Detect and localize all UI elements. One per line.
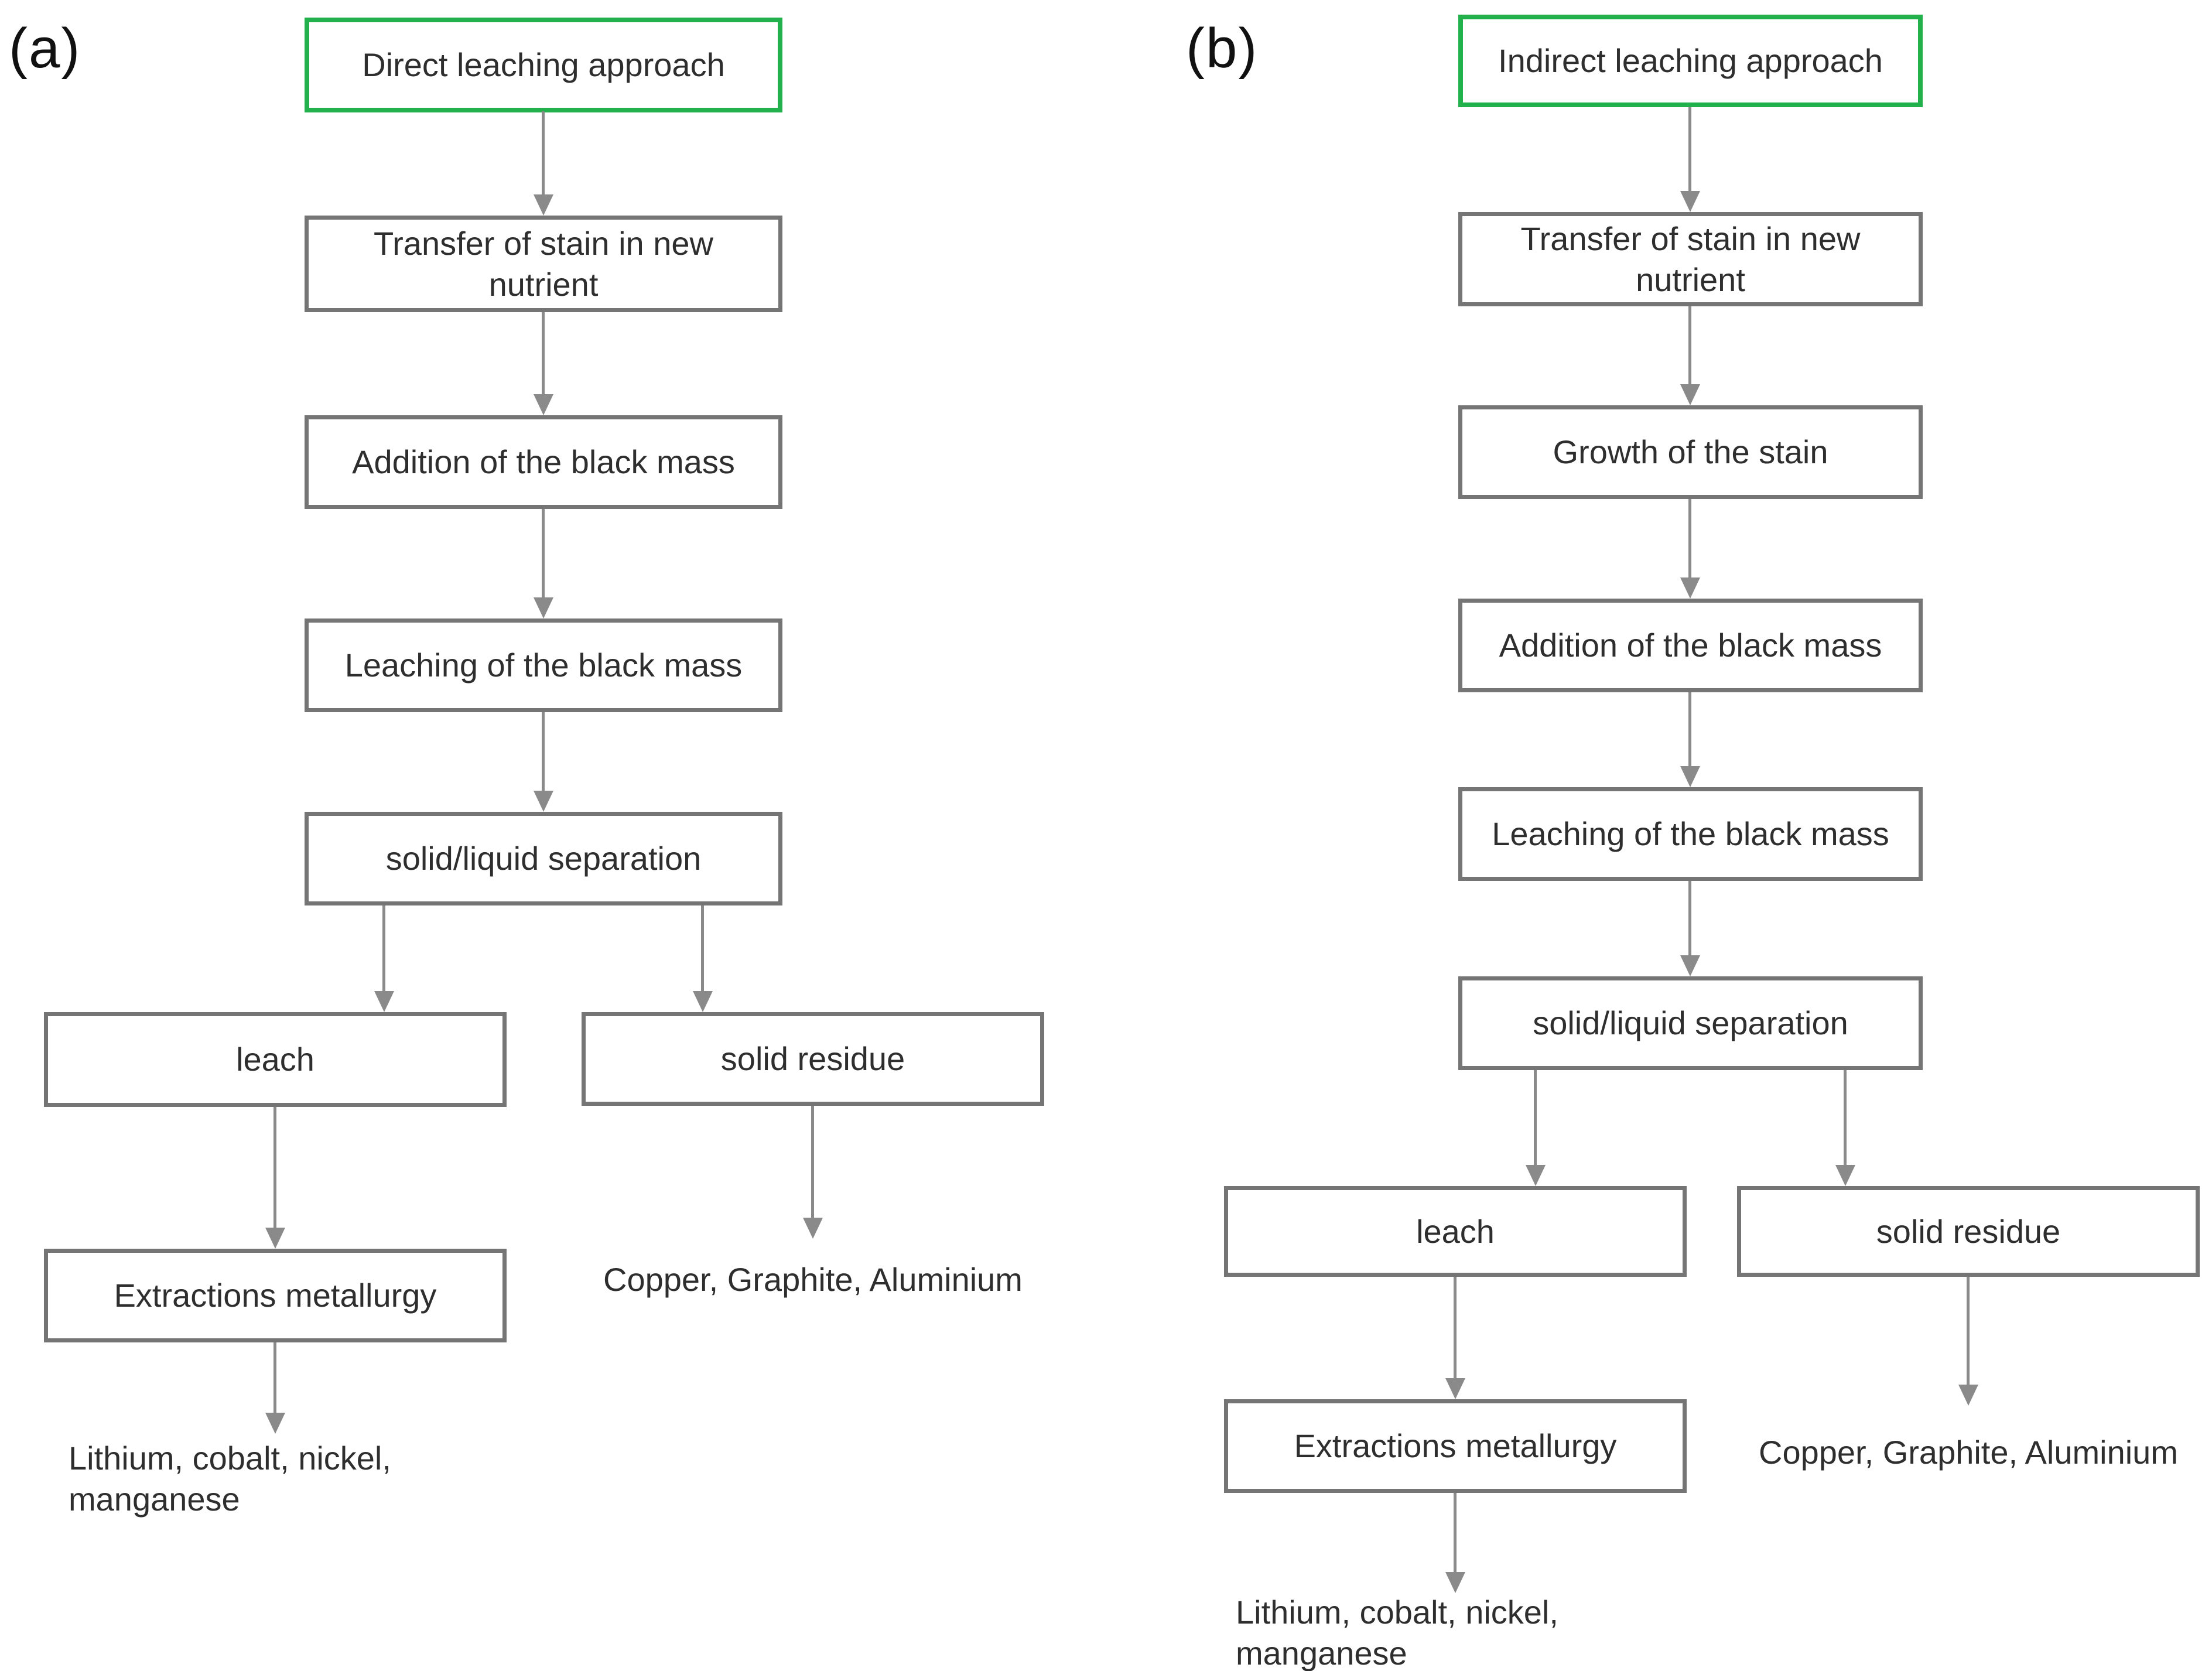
panel-a-step-separation-box: solid/liquid separation (305, 812, 782, 905)
arrow-down (542, 509, 545, 599)
panel-a-solid-residue-box: solid residue (582, 1012, 1044, 1106)
arrow-split-right (701, 905, 704, 992)
panel-b-label: (b) (1186, 17, 1259, 80)
arrow-down (273, 1342, 276, 1414)
panel-a-residue-result-text: Copper, Graphite, Aluminium (603, 1261, 1023, 1298)
panel-a-step-transfer-box: Transfer of stain in new nutrient (305, 216, 782, 312)
panel-b-extractions-box: Extractions metallurgy (1224, 1399, 1687, 1493)
panel-b-leach-result-text: Lithium, cobalt, nickel, manganese (1236, 1594, 1558, 1671)
panel-b-residue-result-text: Copper, Graphite, Aluminium (1759, 1434, 2178, 1471)
arrow-split-left (382, 905, 385, 992)
arrow-down (1454, 1493, 1457, 1573)
arrow-down (542, 712, 545, 792)
panel-b-step-addition-box: Addition of the black mass (1458, 599, 1923, 692)
panel-a-extractions-box: Extractions metallurgy (44, 1249, 507, 1342)
panel-b-step-separation-box: solid/liquid separation (1458, 976, 1923, 1070)
panel-b-title-box: Indirect leaching approach (1458, 15, 1923, 107)
arrow-down (273, 1107, 276, 1229)
arrow-down (1688, 881, 1691, 956)
panel-b-solid-residue-box: solid residue (1737, 1186, 2200, 1277)
arrow-down (1688, 692, 1691, 767)
panel-a-leach-box: leach (44, 1012, 507, 1107)
arrow-down (1454, 1277, 1457, 1379)
panel-a-title-box: Direct leaching approach (305, 18, 782, 112)
panel-a-step-leaching-box: Leaching of the black mass (305, 618, 782, 712)
arrow-down (1688, 107, 1691, 192)
arrow-down (1688, 499, 1691, 579)
arrow-down (811, 1106, 814, 1219)
arrow-split-right (1844, 1070, 1847, 1166)
panel-b-step-leaching-box: Leaching of the black mass (1458, 787, 1923, 881)
panel-a-leach-result-text: Lithium, cobalt, nickel, manganese (69, 1440, 391, 1518)
arrow-down (1967, 1277, 1970, 1386)
arrow-down (542, 111, 545, 196)
panel-b-leach-box: leach (1224, 1186, 1687, 1277)
arrow-down (542, 312, 545, 395)
arrow-down (1688, 306, 1691, 385)
panel-b-step-growth-box: Growth of the stain (1458, 405, 1923, 499)
arrow-split-left (1534, 1070, 1537, 1166)
panel-b-step-transfer-box: Transfer of stain in new nutrient (1458, 212, 1923, 306)
panel-a-label: (a) (9, 17, 81, 80)
panel-a-step-addition-box: Addition of the black mass (305, 415, 782, 509)
